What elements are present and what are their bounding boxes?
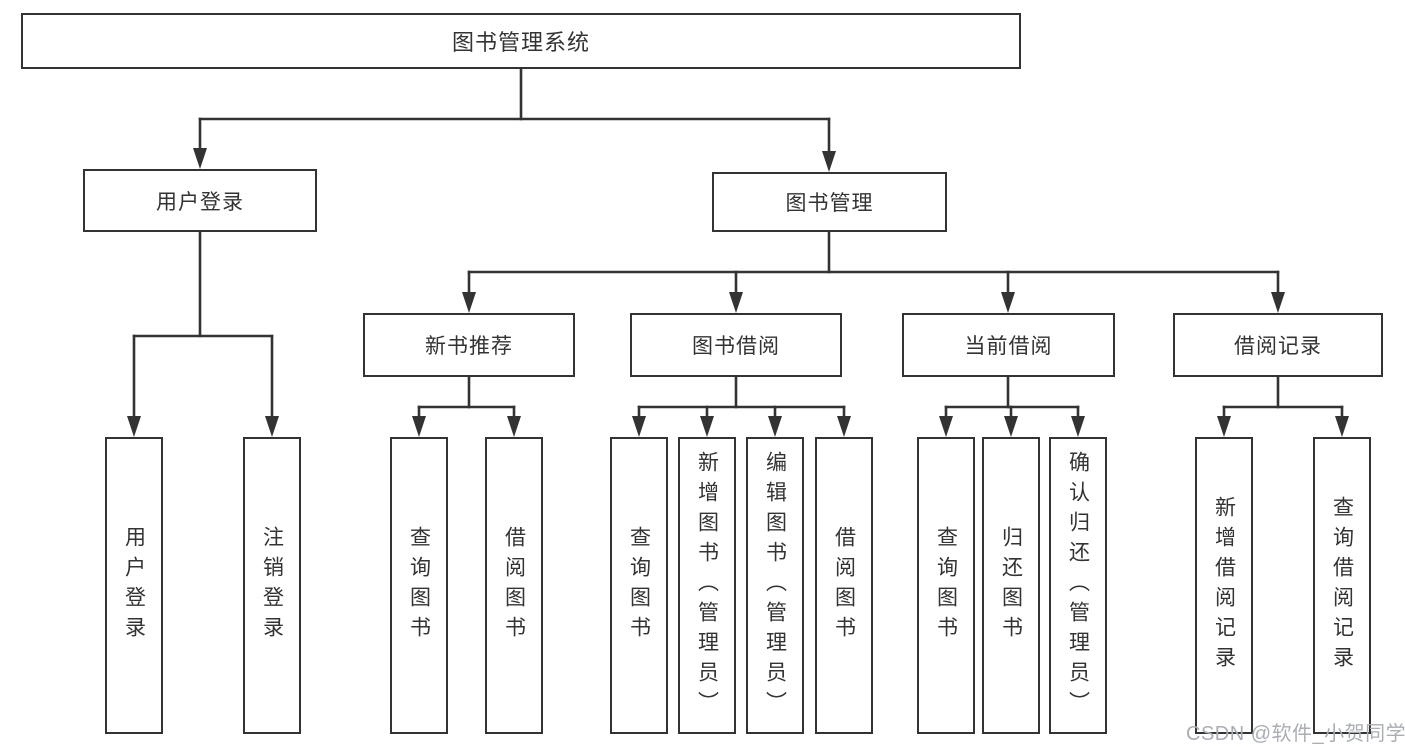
node-library-management-system: 图书管理系统 [21,13,1021,69]
leaf-confirm-return-admin: 确认归还（管理员） [1049,437,1107,734]
leaf-query-books-recommend: 查询图书 [390,437,448,734]
node-book-borrowing: 图书借阅 [630,313,842,377]
leaf-edit-books-admin: 编辑图书（管理员） [746,437,804,734]
leaf-query-books-current: 查询图书 [917,437,975,734]
node-user-login: 用户登录 [83,169,317,232]
watermark-text: CSDN @软件_小贺同学 [1186,723,1405,745]
leaf-borrow-books-borrowing: 借阅图书 [815,437,873,734]
leaf-query-borrow-record: 查询借阅记录 [1313,437,1371,734]
leaf-logout: 注销登录 [243,437,301,734]
leaf-query-books-borrowing: 查询图书 [610,437,668,734]
leaf-borrow-books-recommend: 借阅图书 [485,437,543,734]
node-book-management: 图书管理 [712,172,947,232]
leaf-add-borrow-record: 新增借阅记录 [1195,437,1253,734]
leaf-user-login: 用户登录 [105,437,163,734]
leaf-return-books: 归还图书 [982,437,1040,734]
leaf-add-books-admin: 新增图书（管理员） [678,437,736,734]
node-current-borrowing: 当前借阅 [902,313,1115,377]
node-new-book-recommendation: 新书推荐 [363,313,575,377]
node-borrowing-records: 借阅记录 [1173,313,1383,377]
